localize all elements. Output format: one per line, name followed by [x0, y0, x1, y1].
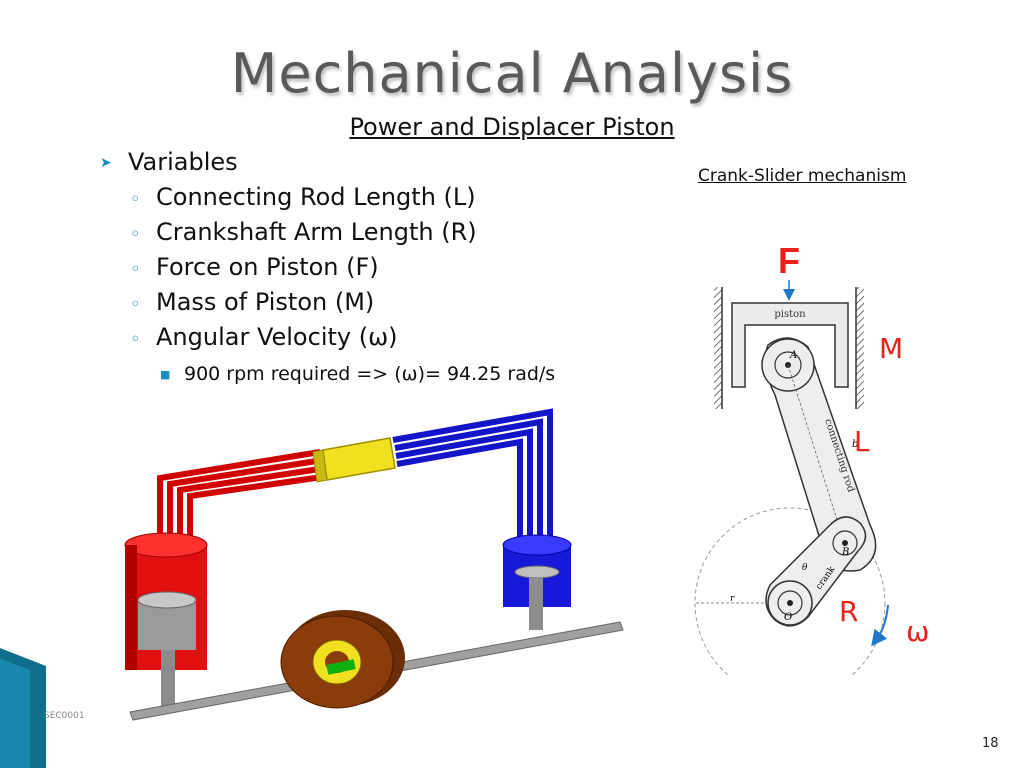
- piston-shape: [731, 302, 849, 388]
- bullet-variables: ➤ Variables: [100, 148, 238, 176]
- mass-label: M: [879, 332, 903, 365]
- ring-bullet-icon: ◦: [130, 259, 141, 280]
- cold-cylinder: [502, 534, 572, 630]
- ring-bullet-icon: ◦: [130, 294, 141, 315]
- bullet-crankshaft-arm: ◦ Crankshaft Arm Length (R): [100, 218, 477, 246]
- bullet-item: Force on Piston (F): [156, 253, 379, 281]
- bullet-angular-velocity: ◦ Angular Velocity (ω): [100, 323, 398, 351]
- corner-decoration: [0, 648, 46, 768]
- bullet-rpm: ■ 900 rpm required => (ω)= 94.25 rad/s: [100, 363, 555, 385]
- bullet-sub-item: 900 rpm required => (ω)= 94.25 rad/s: [184, 363, 556, 385]
- regenerator: [312, 437, 396, 483]
- engine-watermark: SEC0001: [44, 711, 85, 721]
- crank-slider-caption: Crank-Slider mechanism: [698, 166, 907, 186]
- cylinder-wall-left: [714, 287, 722, 409]
- point-b-label: B: [841, 547, 849, 558]
- bullet-connecting-rod: ◦ Connecting Rod Length (L): [100, 183, 476, 211]
- power-piston: [137, 591, 197, 710]
- ring-bullet-icon: ◦: [130, 329, 141, 350]
- bullet-item: Connecting Rod Length (L): [156, 183, 476, 211]
- bullet-item: Mass of Piston (M): [156, 288, 375, 316]
- slide-subtitle: Power and Displacer Piston: [349, 113, 675, 141]
- crank-circle: [694, 507, 886, 675]
- stirling-engine-illustration: [124, 408, 624, 721]
- piston-label: piston: [774, 309, 806, 320]
- point-a-label: A: [789, 350, 797, 361]
- b-label: b: [852, 439, 858, 450]
- point-o-label: O: [784, 612, 792, 623]
- square-bullet-icon: ■: [160, 368, 171, 381]
- omega-label: ω: [906, 615, 929, 648]
- slide-number: 18: [982, 736, 999, 751]
- ring-bullet-icon: ◦: [130, 189, 141, 210]
- arrow-bullet-icon: ➤: [100, 155, 112, 171]
- bullet-item: Angular Velocity (ω): [156, 323, 398, 351]
- ring-bullet-icon: ◦: [130, 224, 141, 245]
- length-label: L: [854, 425, 870, 458]
- cold-tubes: [392, 408, 553, 565]
- bullet-force: ◦ Force on Piston (F): [100, 253, 379, 281]
- slide-title: Mechanical Analysis: [230, 42, 794, 105]
- r-label: r: [730, 594, 735, 604]
- rotation-arrow-icon: [871, 604, 889, 647]
- bullet-item: Crankshaft Arm Length (R): [156, 218, 477, 246]
- bullet-heading: Variables: [128, 148, 238, 176]
- bullet-mass: ◦ Mass of Piston (M): [100, 288, 374, 316]
- force-label: F: [778, 240, 800, 281]
- cylinder-wall-right: [856, 287, 864, 409]
- crank-slider-diagram: piston F A connecting rod b B O crank θ …: [694, 240, 929, 675]
- radius-label: R: [839, 595, 858, 628]
- flywheel: [280, 610, 405, 709]
- theta-label: θ: [802, 563, 808, 573]
